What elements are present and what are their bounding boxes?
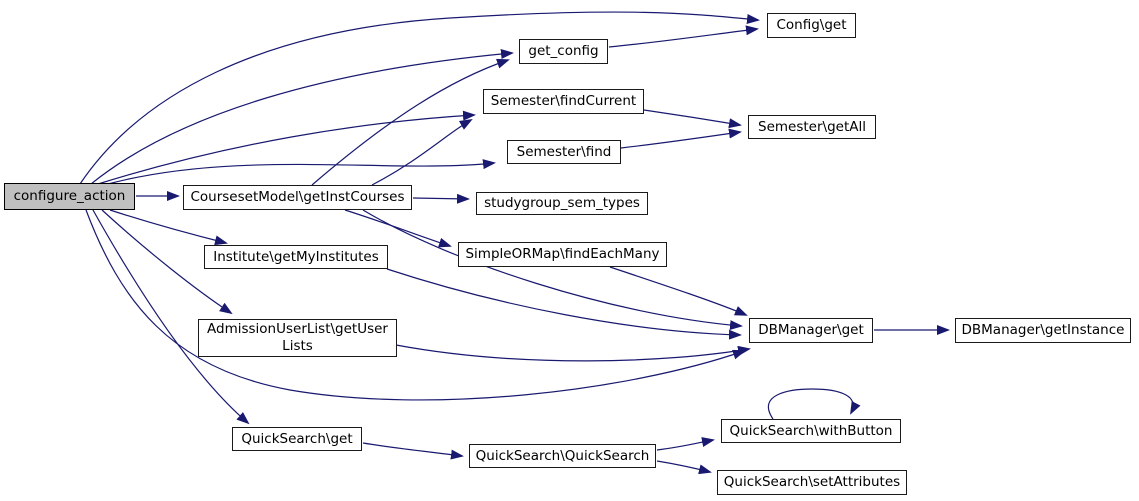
edge-get_config-to-config_get bbox=[608, 25, 759, 48]
node-label: studygroup_sem_types bbox=[484, 195, 640, 212]
edge-configure_action-to-admissionuserlist_getuserlists bbox=[101, 209, 233, 315]
edge-quicksearch_quicksearch-to-quicksearch_withbutton bbox=[656, 437, 715, 451]
node-config-get[interactable]: Config\get bbox=[767, 13, 856, 38]
node-dbmanager-getinstance[interactable]: DBManager\getInstance bbox=[955, 318, 1131, 343]
edge-configure_action-to-semester_find bbox=[107, 159, 496, 185]
node-quicksearch-withbutton[interactable]: QuickSearch\withButton bbox=[721, 419, 901, 443]
edge-courseset_getinstcourses-to-semester_findcurrent bbox=[371, 119, 473, 186]
node-quicksearch-setattributes[interactable]: QuickSearch\setAttributes bbox=[717, 470, 907, 495]
edge-configure_action-to-dbmanager_get bbox=[85, 209, 746, 401]
edge-courseset_getinstcourses-to-studygroup_sem_types bbox=[412, 193, 470, 204]
node-label: configure_action bbox=[13, 188, 126, 205]
node-label: QuickSearch\get bbox=[241, 430, 353, 447]
node-label-line1: AdmissionUserList\getUser bbox=[207, 321, 388, 338]
node-label: Semester\findCurrent bbox=[490, 93, 637, 110]
node-courseset-getinstcourses[interactable]: CoursesetModel\getInstCourses bbox=[183, 185, 412, 210]
edge-admissionuserlist_getuserlists-to-dbmanager_get bbox=[395, 344, 751, 362]
node-label: QuickSearch\setAttributes bbox=[723, 474, 901, 491]
edge-quicksearch_get-to-quicksearch_quicksearch bbox=[362, 442, 464, 460]
node-quicksearch-quicksearch[interactable]: QuickSearch\QuickSearch bbox=[469, 444, 656, 468]
node-label: Semester\find bbox=[516, 143, 612, 160]
edge-quicksearch_withbutton-self-loop bbox=[767, 388, 861, 420]
edge-courseset_getinstcourses-to-simpleormap_findeachmany bbox=[344, 209, 452, 248]
node-label: QuickSearch\QuickSearch bbox=[475, 447, 650, 464]
node-semester-getall[interactable]: Semester\getAll bbox=[748, 115, 876, 139]
node-label: Semester\getAll bbox=[758, 118, 866, 135]
node-quicksearch-get[interactable]: QuickSearch\get bbox=[232, 427, 362, 451]
edge-configure_action-to-semester_findcurrent bbox=[97, 110, 476, 185]
edge-courseset_getinstcourses-to-dbmanager_get bbox=[362, 209, 743, 331]
node-label: QuickSearch\withButton bbox=[729, 422, 893, 439]
edge-quicksearch_quicksearch-to-quicksearch_setattributes bbox=[656, 460, 712, 475]
node-semester-find[interactable]: Semester\find bbox=[507, 140, 621, 164]
edge-simpleormap_findeachmany-to-dbmanager_get bbox=[609, 266, 748, 316]
edge-configure_action-to-institute_getmyinstitutes bbox=[109, 209, 228, 246]
node-label: Institute\getMyInstitutes bbox=[213, 248, 379, 265]
node-label: Config\get bbox=[776, 17, 847, 34]
node-institute-getmyinstitutes[interactable]: Institute\getMyInstitutes bbox=[204, 245, 388, 269]
node-semester-findcurrent[interactable]: Semester\findCurrent bbox=[483, 89, 644, 114]
edge-semester_findcurrent-to-semester_getall bbox=[643, 109, 742, 129]
edge-courseset_getinstcourses-to-get_config bbox=[311, 58, 510, 186]
node-configure_action[interactable]: configure_action bbox=[4, 183, 135, 210]
edge-institute_getmyinstitutes-to-dbmanager_get bbox=[386, 268, 742, 340]
node-label: SimpleORMap\findEachMany bbox=[465, 246, 660, 263]
node-dbmanager-get[interactable]: DBManager\get bbox=[749, 318, 873, 343]
node-studygroup-sem-types[interactable]: studygroup_sem_types bbox=[476, 192, 648, 215]
edge-configure_action-to-get_config bbox=[90, 49, 514, 185]
node-get-config[interactable]: get_config bbox=[519, 39, 608, 64]
node-label: DBManager\getInstance bbox=[961, 322, 1125, 339]
node-label: get_config bbox=[528, 43, 599, 60]
node-label: CoursesetModel\getInstCourses bbox=[190, 189, 405, 206]
node-label: DBManager\get bbox=[758, 322, 864, 339]
node-admissionuserlist-getuserlists[interactable]: AdmissionUserList\getUser Lists bbox=[198, 319, 397, 357]
node-label-line2: Lists bbox=[282, 338, 313, 354]
edge-semester_find-to-semester_getall bbox=[620, 128, 742, 149]
edge-configure_action-to-config_get bbox=[79, 11, 760, 185]
node-simpleormap-findeachmany[interactable]: SimpleORMap\findEachMany bbox=[458, 242, 667, 267]
edge-configure_action-to-quicksearch_get bbox=[92, 209, 250, 425]
